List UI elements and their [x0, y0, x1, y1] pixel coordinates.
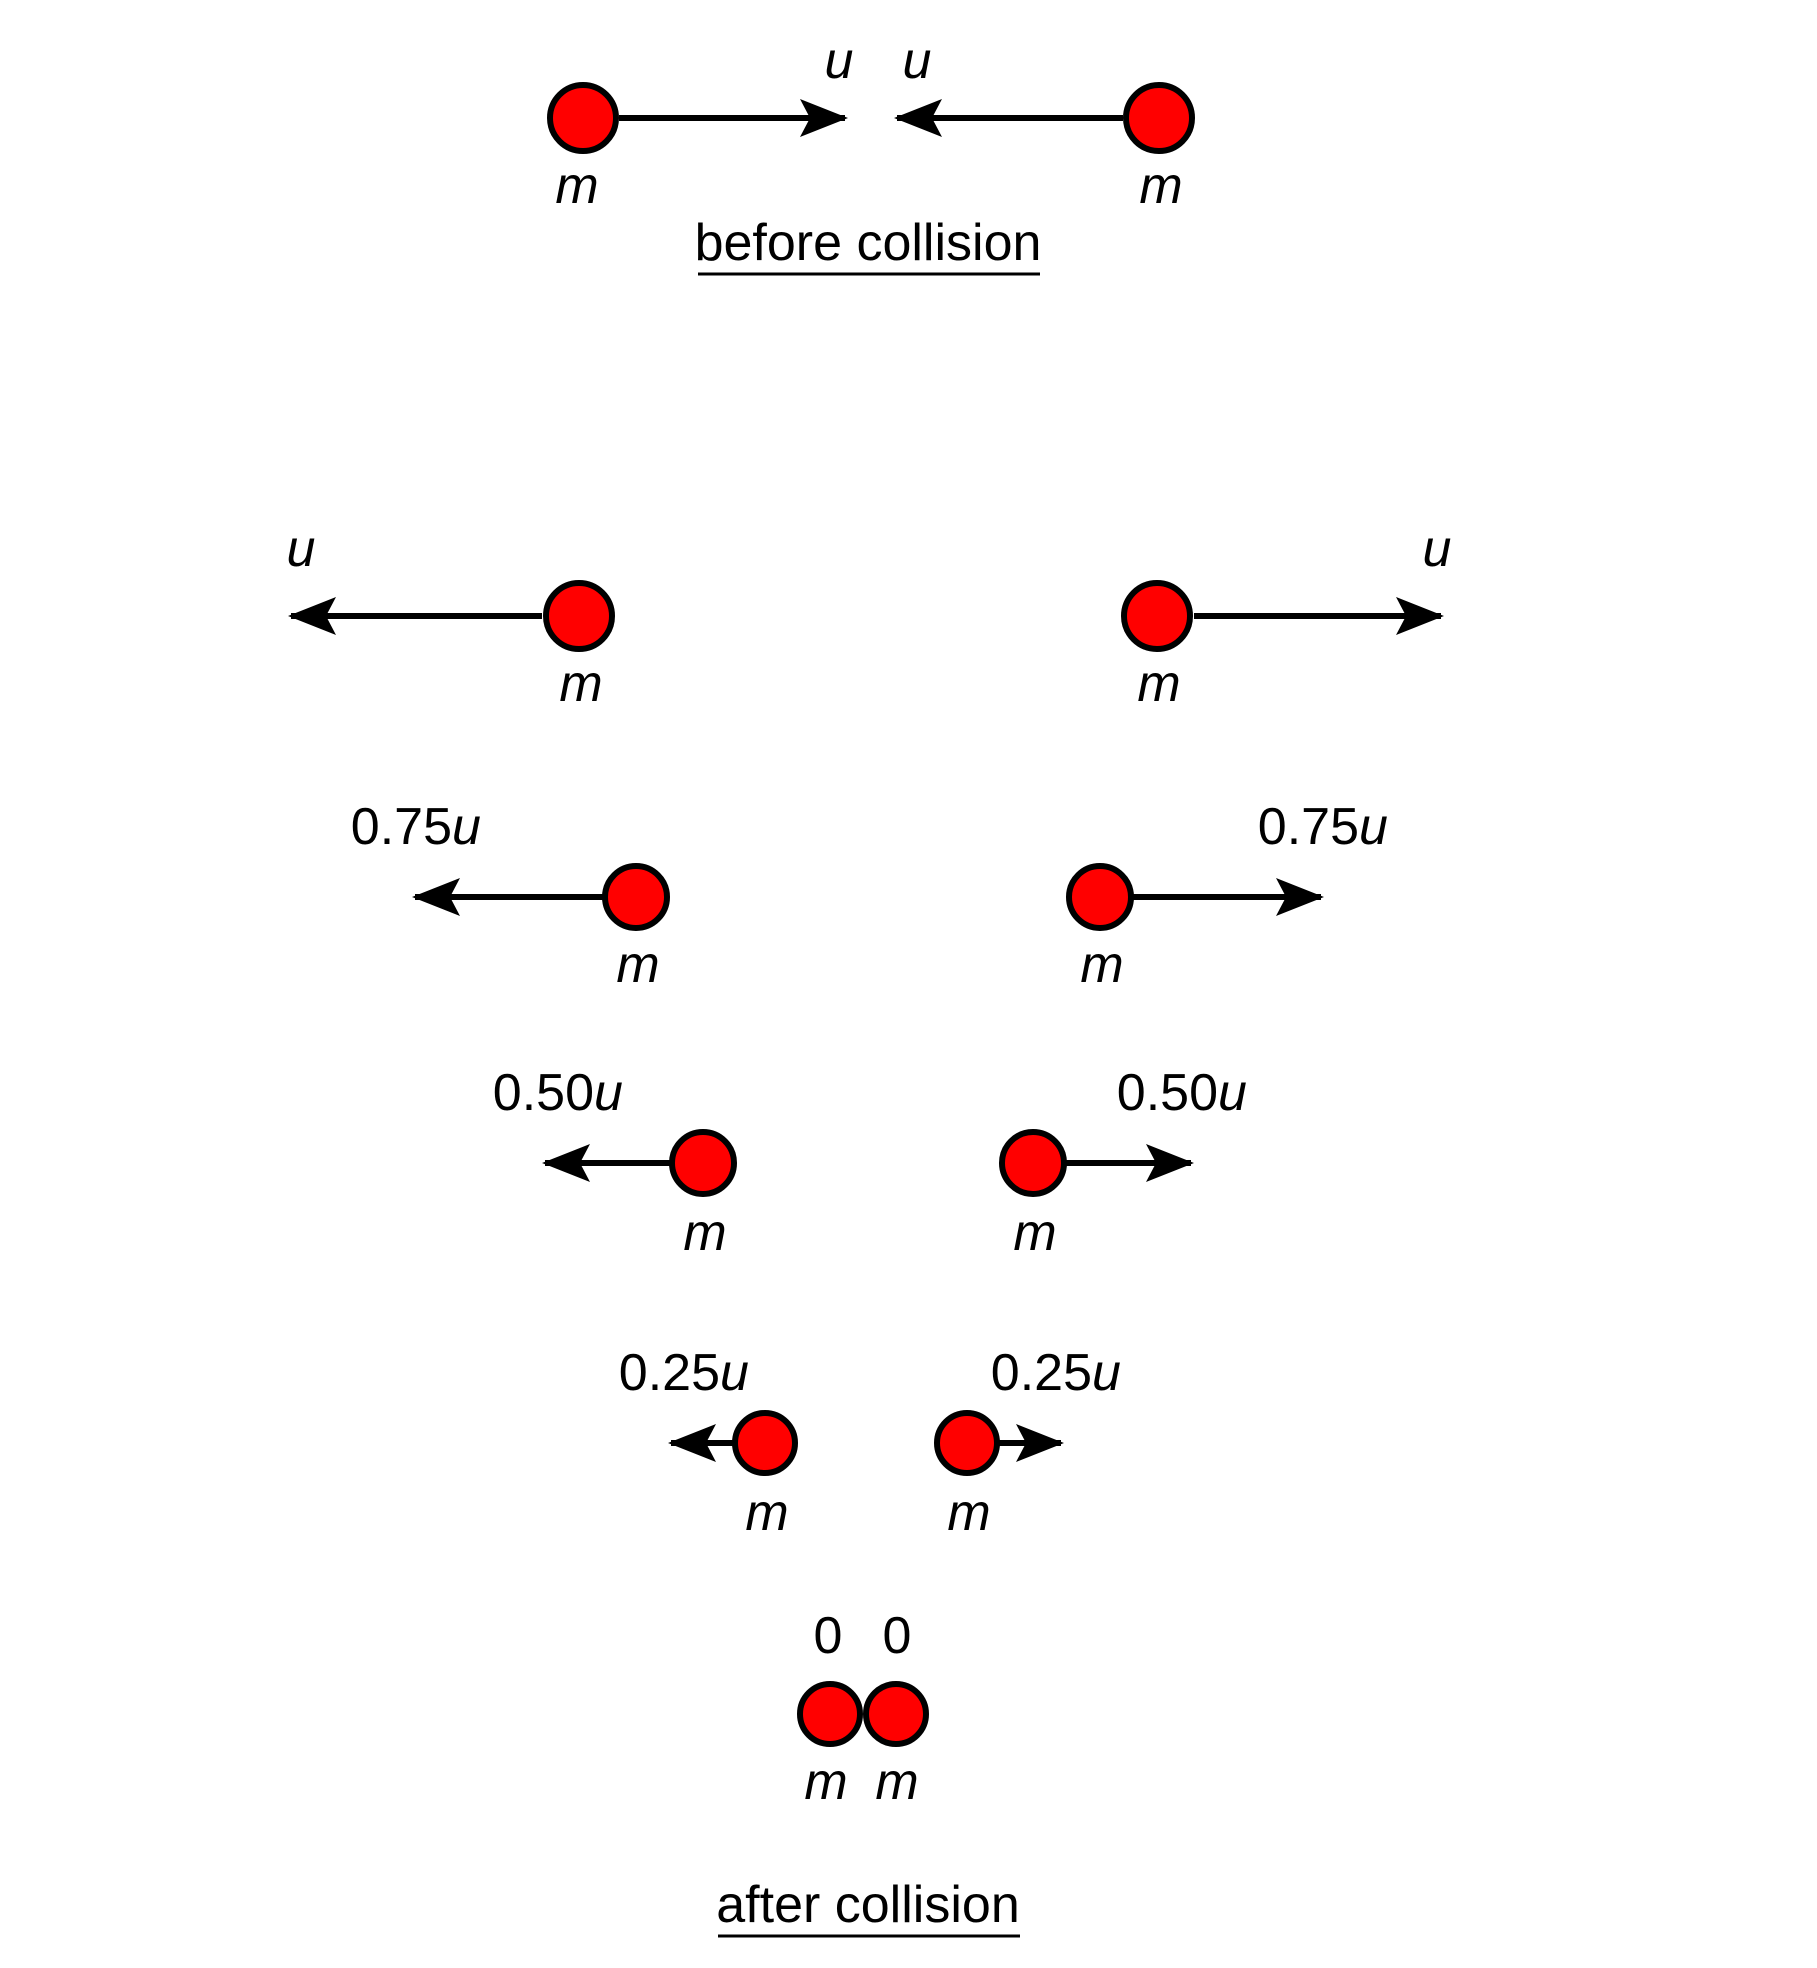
after-row-0.25u: 0.25 u m 0.25 u m [619, 1344, 1121, 1542]
ball [999, 1129, 1067, 1197]
mass-label: m [1137, 655, 1180, 713]
mass-label: m [1013, 1204, 1056, 1262]
mass-label: m [555, 157, 598, 215]
velocity-value: 0.50 [1117, 1064, 1218, 1122]
section-title-before: before collision [695, 214, 1042, 272]
velocity-label: u [903, 32, 932, 90]
velocity-value: 0.75 [351, 798, 452, 856]
velocity-value: 0 [814, 1607, 843, 1665]
velocity-label: u [825, 32, 854, 90]
after-row-0.50u: 0.50 u m 0.50 u m [493, 1064, 1247, 1262]
velocity-value: 0.50 [493, 1064, 594, 1122]
section-title-after: after collision [716, 1876, 1019, 1934]
after-collision-title-group: after collision [716, 1876, 1020, 1938]
ball [602, 863, 670, 931]
ball [1123, 82, 1195, 154]
velocity-symbol: u [1092, 1344, 1121, 1402]
velocity-symbol: u [720, 1344, 749, 1402]
velocity-symbol: u [1359, 798, 1388, 856]
ball [797, 1681, 863, 1747]
velocity-value: 0.25 [991, 1344, 1092, 1402]
ball [543, 580, 615, 652]
velocity-value: 0 [883, 1607, 912, 1665]
ball [1066, 863, 1134, 931]
after-row-0.75u: 0.75 u m 0.75 u m [351, 798, 1388, 994]
mass-label: m [947, 1484, 990, 1542]
velocity-value: 0.75 [1258, 798, 1359, 856]
ball [1121, 580, 1193, 652]
velocity-value: 0.25 [619, 1344, 720, 1402]
mass-label: m [745, 1484, 788, 1542]
velocity-label: u [1423, 520, 1452, 578]
after-row-rest: 0 0 m m [797, 1607, 929, 1811]
ball [732, 1410, 798, 1476]
mass-label: m [804, 1753, 847, 1811]
velocity-symbol: u [594, 1064, 623, 1122]
ball [669, 1129, 737, 1197]
ball [863, 1681, 929, 1747]
mass-label: m [559, 655, 602, 713]
mass-label: m [875, 1753, 918, 1811]
velocity-symbol: u [1218, 1064, 1247, 1122]
mass-label: m [683, 1204, 726, 1262]
ball [547, 82, 619, 154]
mass-label: m [1080, 936, 1123, 994]
mass-label: m [1139, 157, 1182, 215]
after-row-u: u m u m [287, 520, 1452, 713]
mass-label: m [616, 936, 659, 994]
before-collision-section: u m u m before collision [547, 32, 1195, 276]
velocity-label: u [287, 520, 316, 578]
ball [934, 1410, 1000, 1476]
velocity-symbol: u [452, 798, 481, 856]
